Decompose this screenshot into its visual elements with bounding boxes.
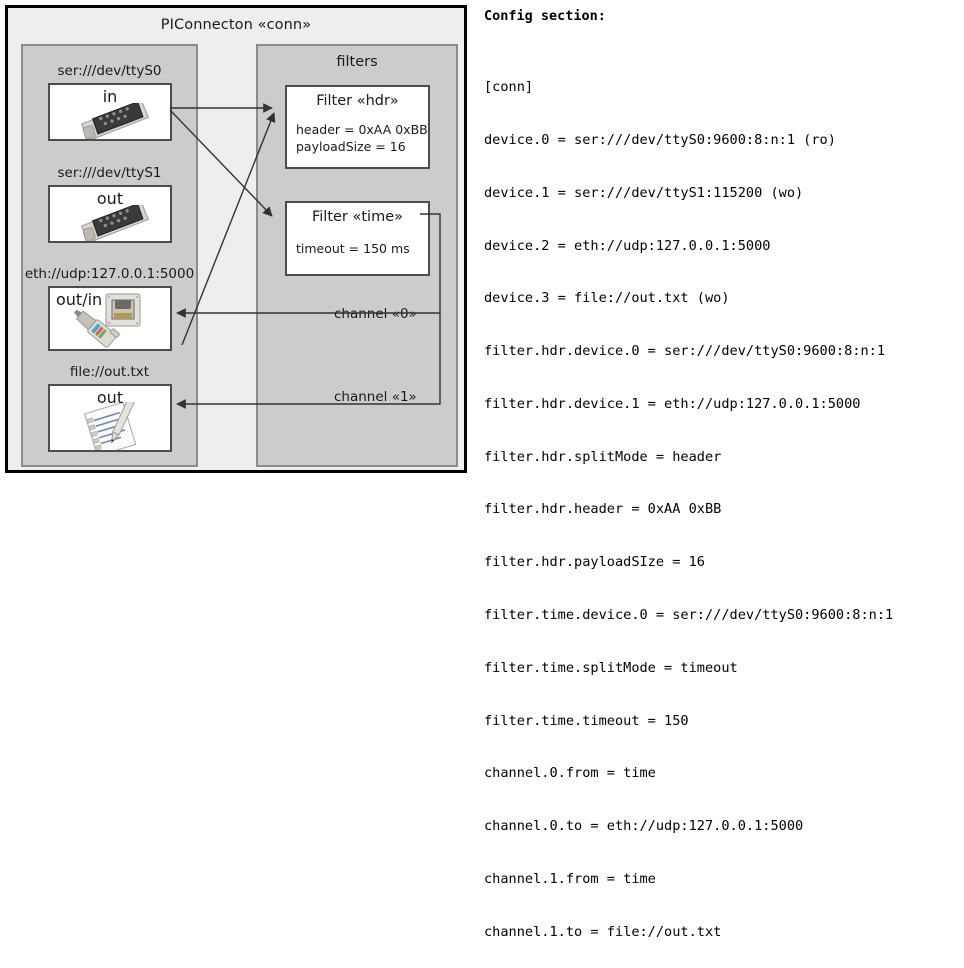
device-label-eth: eth://udp:127.0.0.1:5000 [24, 266, 195, 282]
config-heading: Config section: [484, 8, 606, 24]
filters-group-title: filters [336, 54, 378, 70]
channel-label-0: channel «0» [334, 306, 417, 322]
config-line: channel.0.to = eth://udp:127.0.0.1:5000 [484, 818, 804, 835]
filter-box-hdr[interactable]: Filter «hdr» header = 0xAA 0xBB payloadS… [285, 85, 430, 169]
config-line: filter.hdr.device.1 = eth://udp:127.0.0.… [484, 395, 861, 412]
config-line: filter.hdr.splitMode = header [484, 448, 722, 465]
config-panel: Config section: [conn] device.0 = ser://… [482, 0, 964, 940]
config-line: channel.0.from = time [484, 765, 656, 782]
config-line: channel.1.from = time [484, 870, 656, 887]
filter-box-time[interactable]: Filter «time» timeout = 150 ms [285, 201, 430, 276]
devices-group: ser:///dev/ttyS0 in [21, 44, 198, 467]
text-file-icon [82, 398, 146, 450]
config-line: filter.time.timeout = 150 [484, 712, 689, 729]
device-direction-eth: out/in [56, 290, 103, 309]
device-card-file[interactable]: out [48, 384, 172, 452]
serial-port-icon [72, 99, 156, 139]
config-line: filter.time.device.0 = ser:///dev/ttyS0:… [484, 607, 894, 623]
filter-prop-payloadsize: payloadSize = 16 [296, 139, 406, 154]
config-line: device.3 = file://out.txt (wo) [484, 290, 730, 307]
device-direction-ttys0: in [102, 87, 118, 106]
config-line: device.1 = ser:///dev/ttyS1:115200 (wo) [484, 184, 804, 201]
device-label-file: file://out.txt [69, 364, 150, 380]
filters-group: filters Filter «hdr» header = 0xAA 0xBB … [256, 44, 458, 467]
config-text-block: [conn] device.0 = ser:///dev/ttyS0:9600:… [484, 44, 893, 968]
device-label-ttys1: ser:///dev/ttyS1 [57, 165, 162, 181]
config-line: channel.1.to = file://out.txt [484, 923, 722, 940]
config-line: filter.time.splitMode = timeout [484, 659, 738, 676]
config-line: device.2 = eth://udp:127.0.0.1:5000 [484, 237, 771, 254]
diagram-panel: PIConnecton «conn» ser:///dev/ttyS0 in [0, 0, 478, 484]
piconnector-container: PIConnecton «conn» ser:///dev/ttyS0 in [5, 5, 467, 473]
ethernet-jack-icon [102, 292, 146, 332]
config-line: [conn] [484, 79, 534, 96]
device-card-ttys0[interactable]: in [48, 83, 172, 141]
ethernet-cable-icon [68, 309, 130, 349]
device-card-ttys1[interactable]: out [48, 185, 172, 243]
channel-label-1: channel «1» [334, 389, 417, 405]
config-line: filter.hdr.device.0 = ser:///dev/ttyS0:9… [484, 343, 886, 360]
config-line: filter.hdr.payloadSIze = 16 [484, 554, 705, 571]
device-direction-file: out [96, 388, 124, 407]
device-card-eth[interactable]: out/in [48, 286, 172, 351]
config-line: filter.hdr.header = 0xAA 0xBB [484, 501, 722, 518]
filter-title-hdr: Filter «hdr» [316, 93, 399, 109]
device-label-ttys0: ser:///dev/ttyS0 [57, 63, 162, 79]
filter-title-time: Filter «time» [311, 209, 404, 225]
serial-port-icon [72, 201, 156, 241]
config-line: device.0 = ser:///dev/ttyS0:9600:8:n:1 (… [484, 131, 836, 148]
filter-prop-timeout: timeout = 150 ms [296, 241, 410, 256]
page-title: PIConnecton «conn» [160, 17, 312, 33]
device-direction-ttys1: out [96, 189, 124, 208]
filter-prop-header: header = 0xAA 0xBB [296, 122, 428, 137]
